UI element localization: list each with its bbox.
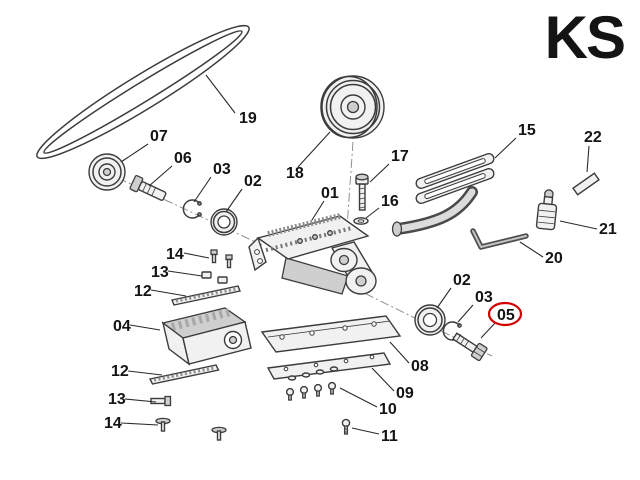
part-bolt-13-lower [150, 395, 172, 407]
callout-16: 16 [381, 193, 399, 210]
part-handle-assembly [391, 152, 495, 237]
part-screws-10 [285, 366, 339, 401]
leader-line-22 [586, 145, 590, 173]
leader-line-17 [369, 163, 390, 183]
part-shaft-bolt [129, 175, 167, 201]
callout-12: 12 [134, 283, 152, 300]
leader-line-12 [150, 289, 187, 297]
part-shim-22 [572, 172, 600, 196]
leader-line-02 [225, 188, 243, 213]
part-hex-key-20 [470, 228, 529, 250]
leader-line-09 [371, 367, 395, 392]
callout-03: 03 [213, 161, 231, 178]
leader-line-05 [480, 322, 496, 339]
leader-line-07 [120, 143, 149, 163]
leader-line-14 [183, 252, 210, 259]
callout-19: 19 [239, 110, 257, 127]
callout-05: 05 [497, 307, 515, 324]
part-bearing-right [414, 304, 446, 336]
part-plate-08 [260, 315, 402, 353]
leader-line-06 [148, 165, 173, 187]
callout-14: 14 [166, 246, 184, 263]
callout-01: 01 [321, 185, 339, 202]
leader-line-16 [365, 207, 380, 219]
part-tool-21 [535, 189, 558, 231]
part-drive-belt [36, 24, 250, 160]
part-pulley-large [320, 75, 385, 139]
part-bearing-left [210, 208, 238, 236]
leader-line-12 [127, 370, 163, 376]
part-bolt-17 [355, 173, 369, 211]
leader-line-08 [389, 341, 410, 364]
callout-12: 12 [111, 363, 129, 380]
leader-line-19 [205, 74, 236, 114]
part-deflector-box [161, 307, 252, 366]
callout-07: 07 [150, 128, 168, 145]
leader-line-13 [124, 398, 157, 403]
callout-13: 13 [108, 391, 126, 408]
leader-line-14 [120, 422, 159, 426]
part-blade-lower [148, 364, 220, 385]
leader-line-18 [297, 131, 331, 168]
leader-line-04 [129, 324, 161, 331]
leader-line-13 [167, 270, 203, 277]
leader-line-10 [339, 387, 378, 408]
brand-logo: KS [544, 4, 626, 71]
callout-13: 13 [151, 264, 169, 281]
callout-02: 02 [244, 173, 262, 190]
callout-10: 10 [379, 401, 397, 418]
leader-line-03 [457, 304, 474, 323]
leader-line-01 [311, 200, 325, 221]
part-snap-ring-left [182, 199, 202, 219]
leader-line-20 [519, 241, 544, 258]
callout-18: 18 [286, 165, 304, 182]
callout-09: 09 [396, 385, 414, 402]
highlight-circle-05 [487, 301, 523, 327]
leader-line-15 [494, 137, 517, 159]
part-plate-09 [266, 352, 392, 380]
callout-15: 15 [518, 122, 536, 139]
part-pins-14-lower [155, 417, 227, 441]
callout-17: 17 [391, 148, 409, 165]
leader-line-21 [559, 220, 598, 230]
callout-03: 03 [475, 289, 493, 306]
callout-21: 21 [599, 221, 617, 238]
callout-14: 14 [104, 415, 122, 432]
callout-20: 20 [545, 250, 563, 267]
callout-06: 06 [174, 150, 192, 167]
part-screw-11 [341, 418, 351, 435]
leader-line-02 [436, 287, 452, 309]
part-washer-16 [353, 217, 369, 225]
callout-11: 11 [381, 428, 398, 445]
callout-22: 22 [584, 129, 602, 146]
leader-line-03 [193, 176, 212, 203]
part-fastener-group-upper [171, 249, 241, 306]
callout-02: 02 [453, 272, 471, 289]
callout-08: 08 [411, 358, 429, 375]
part-pulley-small [88, 153, 126, 191]
callout-04: 04 [113, 318, 131, 335]
part-bolt-05 [452, 332, 488, 362]
leader-line-11 [351, 427, 380, 435]
part-main-housing [248, 213, 377, 295]
